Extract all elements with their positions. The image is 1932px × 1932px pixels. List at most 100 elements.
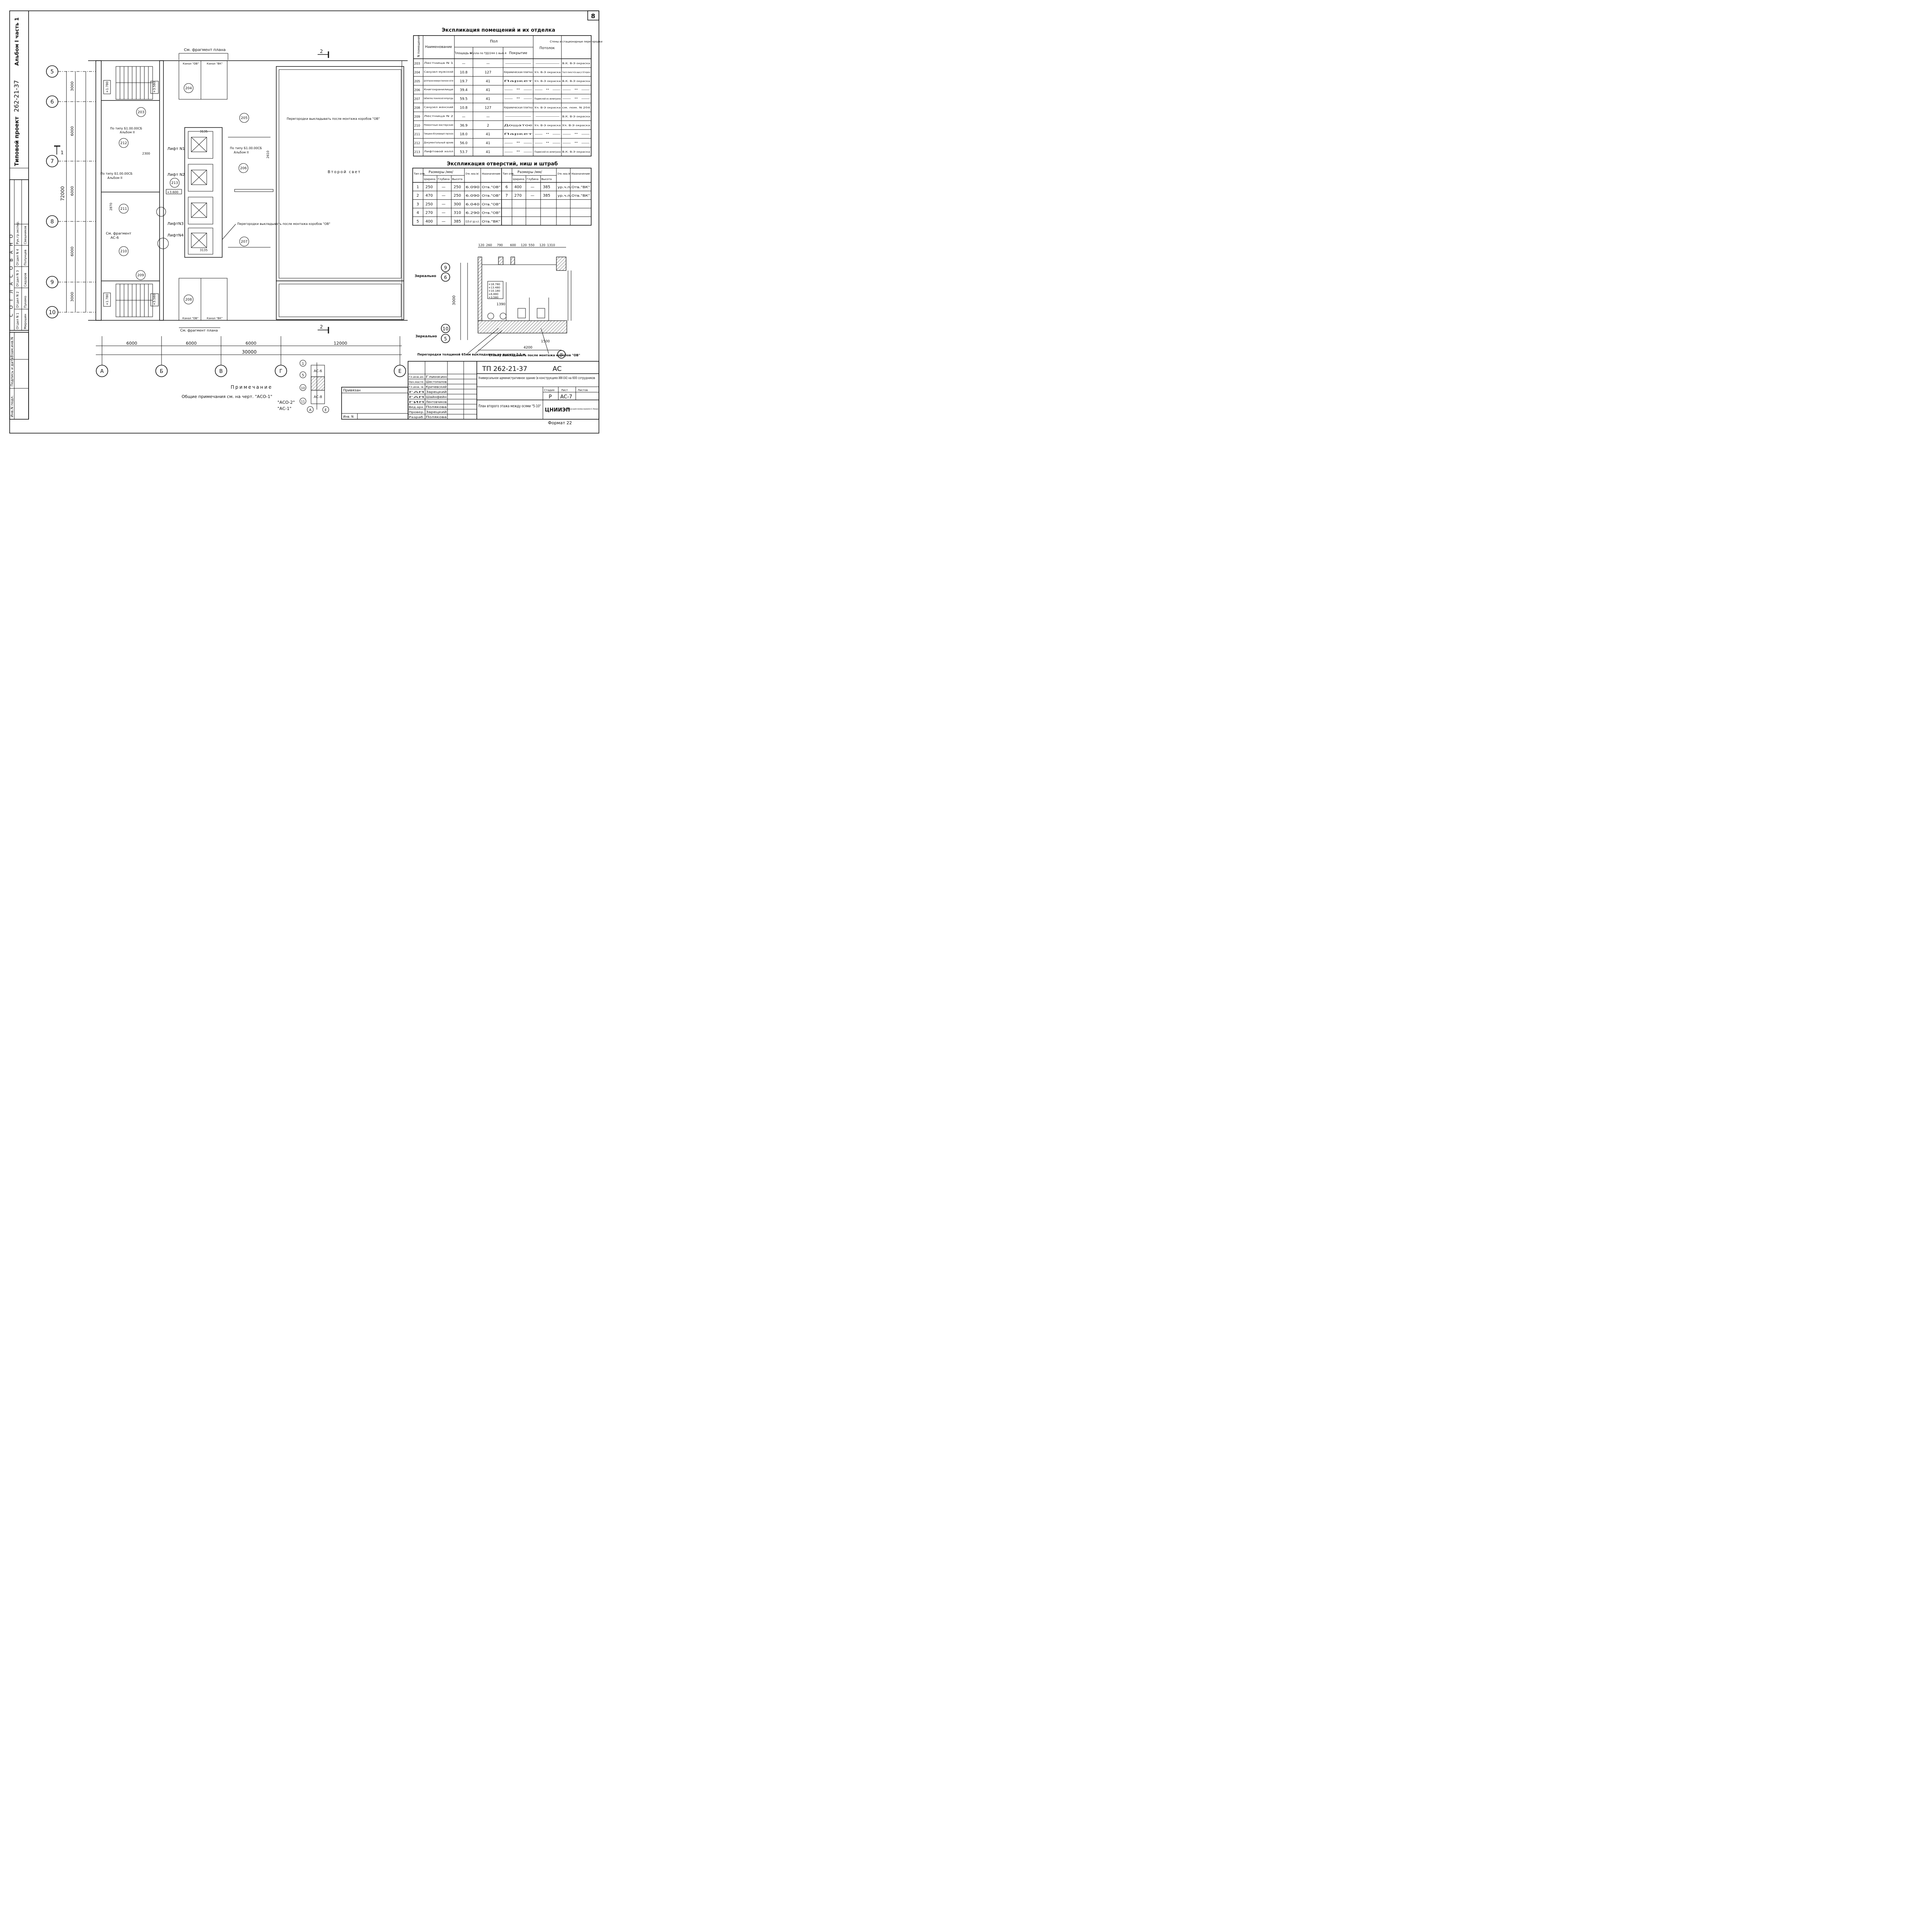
row-axis-label: 8 — [51, 219, 54, 225]
note-type-3-album: Альбом II — [234, 151, 248, 154]
room-walls: — " — — [562, 88, 591, 92]
room-name: Документальный архив — [424, 141, 453, 144]
section-mark-bottom: 2 — [320, 324, 323, 330]
approval-dept: Отдел N 4 — [16, 249, 19, 265]
notes-title: Примечание — [231, 384, 272, 390]
staff-name: Лентовчиков — [426, 400, 447, 404]
frag-dim-top: 600 — [510, 243, 516, 247]
op-hdr-mark: Отм. низа /м/ — [558, 172, 571, 175]
op-hdr-height: Высота — [541, 178, 552, 181]
dim-2610: 2610 — [266, 151, 270, 158]
room-node: 41 — [486, 97, 490, 101]
frag-elevation: +6.880 — [488, 293, 498, 296]
room-walls: В.К. В-Э окраска — [562, 80, 590, 83]
op-depth: — — [531, 185, 534, 189]
openings-explication: Экспликация отверстий, ниш и штраб Тип о… — [412, 161, 592, 226]
canal-ov-bottom: Канал "ОВ" — [182, 317, 199, 320]
section-mark-top: 2 — [320, 49, 323, 54]
hdr-name: Наименование — [425, 45, 452, 49]
room-area: — — [462, 115, 466, 119]
tb-stage-label: Стадия — [544, 389, 554, 392]
sheet-number: 8 — [591, 12, 595, 20]
dim-2870: 2870 — [109, 203, 113, 211]
approval-name: Полунцев — [24, 250, 27, 265]
op-purpose: Отв."ВК" — [571, 194, 590, 197]
room-area: 10.8 — [460, 106, 468, 110]
total-row-dim: 72000 — [60, 186, 65, 201]
room-marker-label: 207 — [241, 240, 247, 244]
mirror-label-bottom: Зеркально — [415, 335, 437, 338]
frag-dim-1390: 1390 — [497, 303, 505, 306]
room-node: 41 — [486, 133, 490, 136]
row-axis-label: 9 — [51, 279, 54, 286]
col-dim: 12000 — [334, 341, 347, 346]
room-name: Диспетчерская инженерно-технических сист… — [424, 79, 453, 82]
section-mark-1: 1 — [61, 150, 64, 155]
col-axis-label: Е — [398, 369, 401, 374]
room-cover: Керамическая плитка — [504, 106, 532, 109]
op-hdr-purpose: Назначение — [482, 172, 500, 175]
op-depth: — — [442, 185, 446, 189]
op-hdr-mark: Отм. низа /м/ — [466, 172, 479, 175]
tb-project-title: Универсальное административное здание (в… — [478, 376, 595, 380]
inventory-block — [9, 332, 29, 420]
op-hdr-depth: Глубина — [438, 178, 450, 181]
staff-role: ГИП — [409, 401, 424, 404]
room-walls: — " — — [562, 133, 591, 136]
elev-mid: +3.600 — [167, 190, 179, 194]
room-walls: Глаз.пл.-панель h=2м, выше ул. В-Э окрас… — [562, 71, 590, 74]
op-hdr-type: Тип отв. — [413, 172, 425, 175]
room-cover: Паркет — [504, 133, 532, 136]
frag-dim-top: 550 — [529, 243, 534, 247]
row-axis-label: 10 — [49, 310, 56, 316]
room-marker-label: 208 — [185, 298, 192, 302]
room-node: — — [486, 115, 490, 119]
approval-name: Сидоров — [24, 273, 27, 287]
room-node: 127 — [485, 71, 491, 75]
second-light-hall: Второй свет — [234, 61, 404, 320]
staff-name: Шестопалов — [426, 380, 447, 384]
row-dim: 6000 — [70, 186, 75, 196]
op-hdr-height: Высота — [452, 178, 463, 181]
note-type-3: По типу Б1.00.00СБ — [230, 146, 262, 150]
row-axis-label: 7 — [51, 158, 54, 165]
hdr-ceiling: Потолок — [539, 46, 555, 50]
room-table-title: Экспликация помещений и их отделка — [442, 27, 555, 33]
total-col-dim: 30000 — [242, 349, 257, 355]
tb-org-name: зрелищных зданий и спортивных сооружений… — [567, 408, 598, 410]
frag-note-partitions: Перегородки толщиной 65мм выкладывать на… — [417, 353, 525, 356]
approval-dept: Отдел N 1 — [16, 313, 19, 329]
staff-role: ГАП — [409, 396, 424, 399]
bottom-fragment-note: См. фрагмент плана — [180, 329, 218, 333]
col-dim: 6000 — [246, 341, 257, 346]
room-cover: — " — — [504, 97, 532, 100]
frag-dim-top: 120 — [478, 243, 484, 247]
elev-stair-top: +1.780 — [105, 81, 109, 93]
room-node: — — [486, 62, 490, 66]
tb-sheet-label: Лист — [561, 389, 568, 392]
second-light-label: Второй свет — [328, 170, 361, 174]
top-fragment-note: См. фрагмент плана — [184, 48, 226, 52]
room-ceiling: Ул. В-Э окраска — [534, 106, 561, 109]
binding-label: Привязан — [343, 389, 361, 393]
room-ceiling: — " — — [534, 133, 561, 136]
col-dim: 6000 — [126, 341, 137, 346]
frag-axis-v: В — [560, 352, 563, 357]
frag-axis-10: 10 — [442, 326, 448, 332]
approval-dept: Рук.гр.экспер. — [16, 221, 19, 244]
room-num: 203 — [414, 62, 420, 65]
room-cover: Дощатое — [504, 124, 532, 127]
op-hdr-purpose: Назначение — [571, 172, 590, 175]
note-type-1: По типу Б1.00.00СБ — [110, 127, 142, 130]
approval-block — [9, 179, 29, 331]
room-area: 39.4 — [460, 88, 468, 92]
room-name: Санузел мужской — [424, 70, 453, 73]
op-type: 6 — [505, 185, 508, 189]
op-purpose: Отв."ОВ" — [482, 185, 500, 189]
key-plan: АС-6 АС-8 1 5 10 11 А Е — [299, 360, 329, 413]
room-num: 206 — [414, 88, 420, 92]
